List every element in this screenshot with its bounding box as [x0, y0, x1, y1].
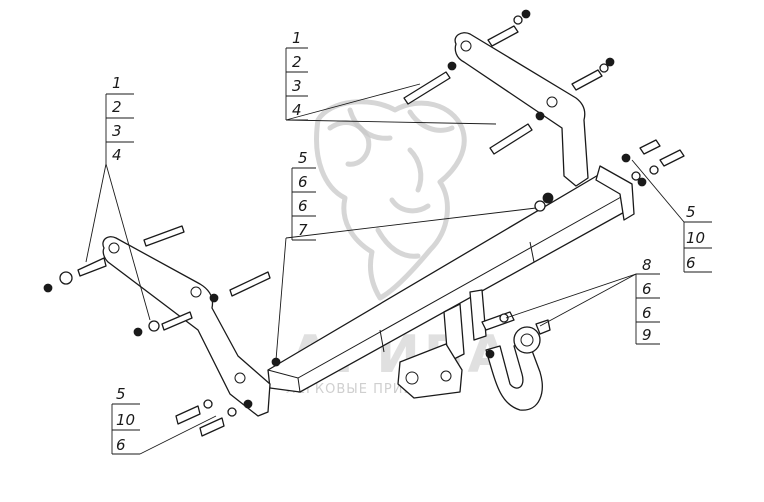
watermark-logo	[314, 99, 467, 301]
callout-number: 8	[642, 256, 652, 274]
callout-number: 4	[112, 146, 122, 164]
callout-number: 5	[686, 203, 696, 221]
callout-number: 9	[642, 326, 652, 344]
callout-left-top: 1 2 3 4	[105, 74, 134, 164]
right-side-bracket	[454, 32, 589, 187]
tow-ball-mount	[397, 289, 551, 411]
nuts-and-washers	[43, 9, 659, 417]
callout-number: 4	[292, 101, 302, 119]
callout-number: 10	[116, 411, 135, 429]
callout-number: 10	[686, 229, 705, 247]
callout-left-bottom: 5 10 6	[111, 385, 140, 455]
callout-number: 2	[112, 98, 122, 116]
callout-center-mid: 5 6 6 7	[291, 149, 316, 241]
callout-number: 3	[292, 77, 302, 95]
callout-right-lower: 8 6 6 9	[635, 256, 660, 345]
callout-number: 6	[642, 280, 652, 298]
callout-number: 1	[292, 29, 302, 47]
callout-center-top: 1 2 3 4	[285, 29, 308, 121]
callout-number: 5	[298, 149, 308, 167]
callout-number: 1	[112, 74, 122, 92]
callout-number: 6	[298, 173, 308, 191]
callout-number: 2	[292, 53, 302, 71]
callout-number: 6	[298, 197, 308, 215]
callout-number: 6	[642, 304, 652, 322]
callout-right-mid: 5 10 6	[683, 203, 712, 273]
leader-lines	[85, 83, 685, 455]
callout-number: 3	[112, 122, 122, 140]
left-side-bracket	[102, 236, 271, 417]
callout-number: 6	[686, 254, 696, 272]
callout-number: 6	[116, 436, 126, 454]
callout-number: 7	[298, 221, 308, 239]
callout-number: 5	[116, 385, 126, 403]
